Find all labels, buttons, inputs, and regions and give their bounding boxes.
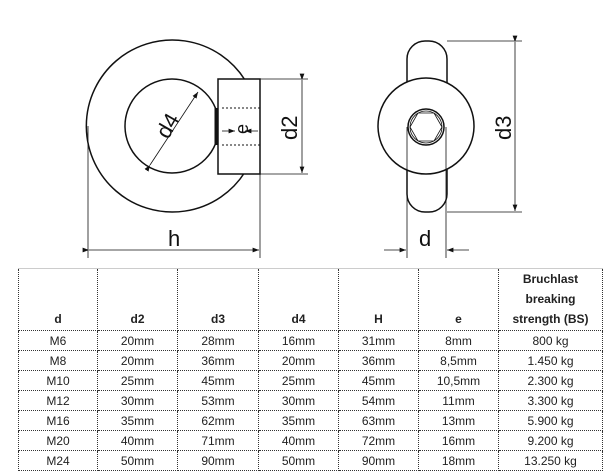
header-breaking-strength: Bruchlast breaking strength (BS) (498, 268, 603, 331)
thread-hole (407, 108, 445, 146)
eye-ring-outer (85, 39, 246, 213)
cell-d: M10 (18, 370, 98, 391)
cell-d3: 62mm (177, 410, 259, 431)
cell-d4: 16mm (258, 330, 339, 351)
cell-bs: 2.300 kg (498, 370, 603, 391)
header-bs-line: Bruchlast (522, 272, 579, 286)
cell-e: 16mm (418, 430, 499, 451)
cell-d: M24 (18, 450, 98, 471)
label-d: d (419, 226, 431, 251)
cell-bs: 5.900 kg (498, 410, 603, 431)
header-e: e (418, 268, 499, 331)
cell-d3: 71mm (177, 430, 259, 451)
front-view (377, 35, 522, 258)
cell-e: 18mm (418, 450, 499, 471)
header-d3: d3 (177, 268, 259, 331)
cell-d4: 35mm (258, 410, 339, 431)
header-H: H (338, 268, 419, 331)
cell-d2: 30mm (97, 390, 178, 411)
cell-d3: 36mm (177, 350, 259, 371)
cell-e: 8mm (418, 330, 499, 351)
cell-d3: 45mm (177, 370, 259, 391)
header-bs-line: breaking (525, 292, 576, 306)
cell-d2: 25mm (97, 370, 178, 391)
cell-d: M16 (18, 410, 98, 431)
label-h: h (168, 226, 180, 251)
cell-d2: 20mm (97, 350, 178, 371)
eye-nut-spec-table: d d2 d3 d4 H e Bruchlast breaking streng… (18, 268, 603, 471)
cell-d: M8 (18, 350, 98, 371)
header-d4: d4 (258, 268, 339, 331)
cell-d4: 25mm (258, 370, 339, 391)
header-bs-line: strength (BS) (512, 312, 589, 326)
cell-e: 13mm (418, 410, 499, 431)
cell-bs: 13.250 kg (498, 450, 603, 471)
label-d4: d4 (151, 109, 185, 143)
label-e: e (232, 124, 252, 134)
cell-e: 10,5mm (418, 370, 499, 391)
cell-d4: 40mm (258, 430, 339, 451)
cell-H: 90mm (338, 450, 419, 471)
cell-H: 63mm (338, 410, 419, 431)
cell-bs: 800 kg (498, 330, 603, 351)
table-header-row: d d2 d3 d4 H e Bruchlast breaking streng… (18, 268, 603, 331)
cell-H: 45mm (338, 370, 419, 391)
cell-d4: 30mm (258, 390, 339, 411)
cell-d3: 28mm (177, 330, 259, 351)
cell-H: 31mm (338, 330, 419, 351)
nut-body-front (377, 77, 475, 175)
cell-d: M20 (18, 430, 98, 451)
cell-e: 8,5mm (418, 350, 499, 371)
cell-d2: 40mm (97, 430, 178, 451)
side-view (82, 39, 308, 258)
cell-d3: 53mm (177, 390, 259, 411)
cell-H: 36mm (338, 350, 419, 371)
cell-d4: 50mm (258, 450, 339, 471)
cell-H: 72mm (338, 430, 419, 451)
cell-bs: 1.450 kg (498, 350, 603, 371)
cell-bs: 9.200 kg (498, 430, 603, 451)
cell-d2: 20mm (97, 330, 178, 351)
cell-e: 11mm (418, 390, 499, 411)
cell-H: 54mm (338, 390, 419, 411)
header-d2: d2 (97, 268, 178, 331)
cell-d: M12 (18, 390, 98, 411)
cell-d2: 35mm (97, 410, 178, 431)
header-d: d (18, 268, 98, 331)
cell-d: M6 (18, 330, 98, 351)
cell-bs: 3.300 kg (498, 390, 603, 411)
cell-d2: 50mm (97, 450, 178, 471)
nut-body (217, 78, 261, 175)
cell-d3: 90mm (177, 450, 259, 471)
cell-d4: 20mm (258, 350, 339, 371)
label-d3: d3 (491, 116, 516, 140)
label-d2: d2 (277, 116, 302, 140)
eye-nut-technical-drawing: d4 e d2 h d3 d (82, 35, 522, 258)
